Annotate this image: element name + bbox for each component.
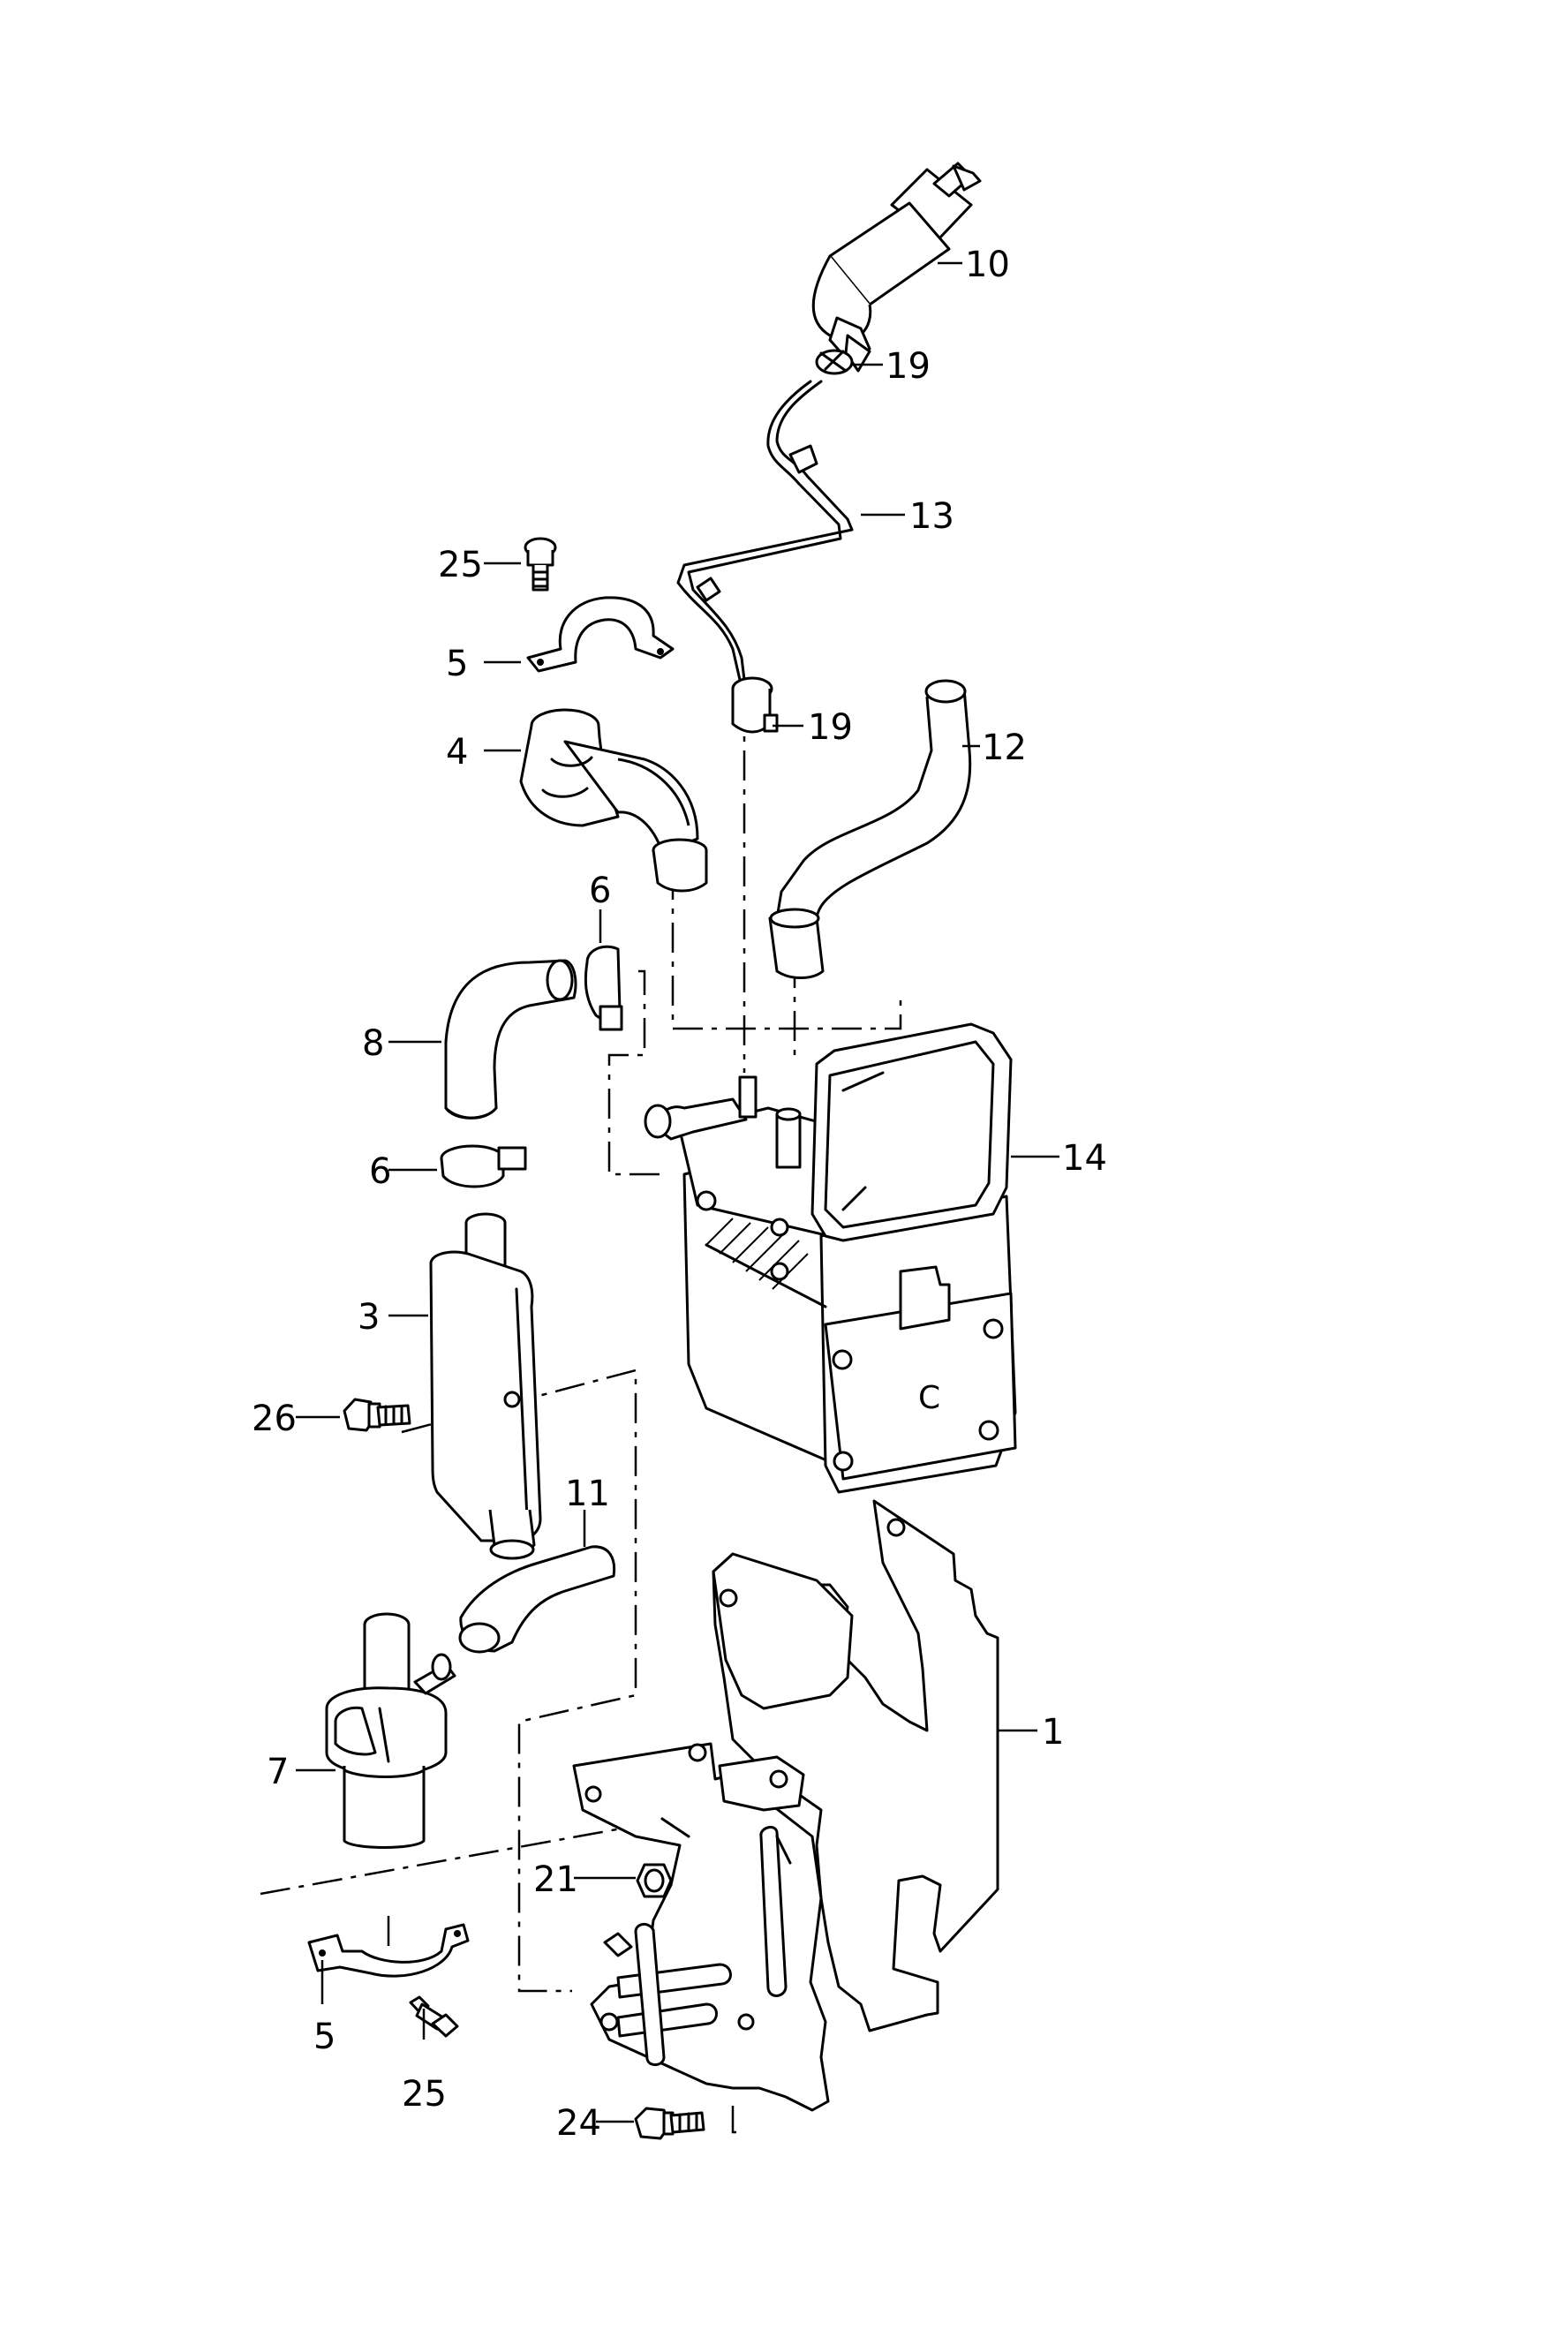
label-25-top: 25 [438,545,483,585]
label-13: 13 [909,496,954,537]
label-21: 21 [533,1859,578,1900]
label-8: 8 [362,1023,384,1064]
coolant-pump-icon [325,1612,456,1849]
label-5-bottom: 5 [313,2017,335,2057]
bracket-icon-top [526,596,675,673]
label-11: 11 [565,1474,610,1514]
label-19-mid: 19 [808,707,853,748]
label-6-top: 6 [589,871,611,911]
label-1: 1 [1042,1712,1064,1753]
clamp-icon-6-mid [440,1144,527,1188]
heater-unit-icon: C [644,1022,1017,1494]
nut-icon-21 [636,1863,673,1898]
bolt-icon-top [524,537,557,592]
part-labels: 10 19 13 12 19 25 5 4 6 8 6 14 3 26 11 1… [252,245,1107,2144]
clamp-icon-top [815,349,854,375]
fuel-filter-icon [811,162,982,373]
elbow-coupling-icon [519,708,708,893]
fuel-line-icon [676,380,854,682]
bolt-icon-24 [634,2107,705,2140]
label-7: 7 [267,1752,289,1792]
bracket-icon-bottom [307,1923,470,1978]
coolant-reservoir-icon [429,1212,542,1560]
label-6-mid: 6 [369,1151,391,1192]
bolt-icon-bottom [409,1995,459,2038]
hose-icon-11 [458,1545,616,1654]
heater-mark: C [918,1380,940,1416]
coolant-hose-icon-right [768,679,972,979]
clamp-icon-mid [731,676,779,734]
bolt-icon-26 [343,1398,411,1432]
label-25-bottom: 25 [402,2074,447,2115]
label-5-top: 5 [446,644,468,684]
label-10: 10 [965,245,1010,285]
label-4: 4 [446,732,468,773]
label-19-top: 19 [886,346,931,387]
leader-lines [296,261,1059,2123]
mounting-bracket-icon [572,1499,999,2112]
clamp-icon-6-top [584,945,623,1031]
label-12: 12 [982,728,1027,768]
label-14: 14 [1062,1138,1107,1179]
label-24: 24 [556,2103,601,2144]
assembly-lines [260,697,902,2134]
label-3: 3 [358,1297,380,1338]
hose-icon-8 [444,959,577,1120]
label-26: 26 [252,1399,297,1439]
